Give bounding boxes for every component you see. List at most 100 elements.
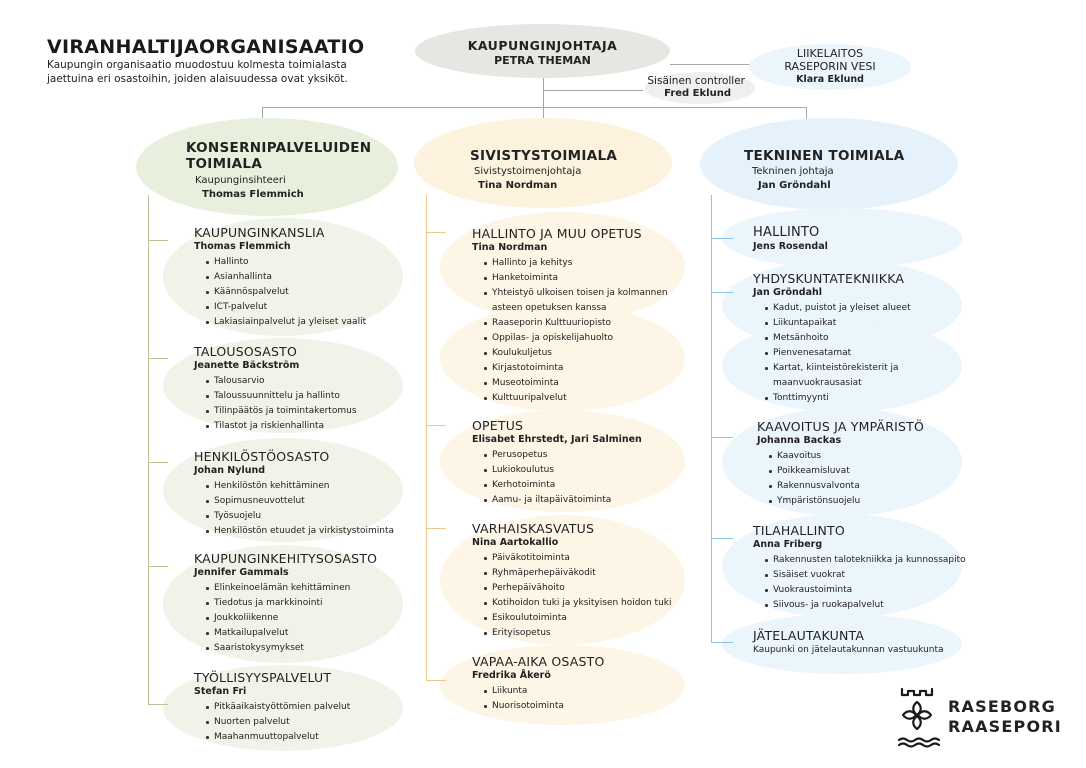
list-item: Rakennusvalvonta [769, 479, 924, 494]
unit-item-list: Elinkeinoelämän kehittäminen Tiedotus ja… [194, 581, 377, 656]
unit-title: JÄTELAUTAKUNTA [753, 628, 865, 643]
unit-tilahallinto: TILAHALLINTO Anna Friberg Rakennusten ta… [753, 523, 966, 613]
list-item: Raaseporin Kulttuuriopisto [484, 316, 674, 331]
unit-varhaiskasvatus: VARHAISKASVATUS Nina Aartokallio Päiväko… [472, 521, 671, 641]
tekninen-head-node [700, 118, 958, 210]
list-item: Henkilöstön etuudet ja virkistystoiminta [206, 524, 394, 539]
unit-tyollisyyspalvelut: TYÖLLISYYSPALVELUT Stefan Fri Pitkäaikai… [194, 670, 350, 745]
sivistys-unit-bg-1 [440, 410, 685, 512]
unit-item-list: Henkilöstön kehittäminen Sopimusneuvotte… [194, 479, 394, 539]
list-item: Hanketoiminta [484, 271, 674, 286]
unit-title: KAUPUNGINKANSLIA [194, 225, 325, 240]
tekninen-person: Jan Gröndahl [758, 180, 831, 191]
tekninen-tick-1 [711, 292, 733, 293]
list-item: Sopimusneuvottelut [206, 494, 394, 509]
unit-vapaa-aika-osasto: VAPAA-AIKA OSASTO Fredrika Åkerö Liikunt… [472, 654, 605, 714]
list-item: Pitkäaikaistyöttömien palvelut [206, 700, 350, 715]
unit-person: Jan Gröndahl [753, 287, 823, 298]
tekninen-unit-bg-1b [722, 320, 962, 412]
list-item: Yhteistyö ulkoisen toisen ja kolmannen a… [484, 286, 674, 316]
utility-connector [670, 64, 750, 65]
konserni-unit-bg-1 [163, 338, 403, 433]
page-title: VIRANHALTIJAORGANISAATIO [47, 36, 365, 58]
ceo-name: PETRA THEMAN [494, 54, 591, 67]
utility-node [749, 44, 911, 90]
tekninen-role: Tekninen johtaja [752, 166, 834, 177]
unit-kaavoitus-ja-ymparisto: KAAVOITUS JA YMPÄRISTÖ Johanna Backas Ka… [757, 419, 924, 509]
list-item: Tilinpäätös ja toimintakertomus [206, 404, 357, 419]
list-item: Ympäristönsuojelu [769, 494, 924, 509]
unit-title: HENKILÖSTÖOSASTO [194, 449, 330, 464]
list-item: Ryhmäperhepäiväkodit [484, 566, 671, 581]
list-item: Päiväkotitoiminta [484, 551, 671, 566]
unit-person: Thomas Flemmich [194, 241, 291, 252]
list-item: Tiedotus ja markkinointi [206, 596, 377, 611]
unit-item-list: Liikunta Nuorisotoiminta [472, 684, 605, 714]
list-item: Aamu- ja iltapäivätoiminta [484, 493, 642, 508]
unit-item-list: Hallinto ja kehitys Hanketoiminta Yhteis… [472, 256, 674, 406]
konserni-title-line1: KONSERNIPALVELUIDEN [186, 140, 372, 156]
unit-person: Tina Nordman [472, 242, 548, 253]
unit-person: Stefan Fri [194, 686, 247, 697]
list-item: Matkailupalvelut [206, 626, 377, 641]
unit-title: KAAVOITUS JA YMPÄRISTÖ [757, 419, 925, 434]
sivistys-unit-bg-0a [440, 212, 685, 322]
controller-label: Sisäinen controller [647, 75, 745, 87]
sivistys-tick-3 [426, 680, 446, 681]
konserni-role: Kaupunginsihteeri [195, 175, 286, 186]
utility-line2: RASEPORIN VESI [784, 60, 876, 73]
unit-person: Johan Nylund [194, 465, 266, 476]
list-item: Kotihoidon tuki ja yksityisen hoidon tuk… [484, 596, 671, 611]
unit-opetus: OPETUS Elisabet Ehrstedt, Jari Salminen … [472, 418, 642, 508]
controller-name: Fred Eklund [664, 88, 731, 99]
list-item: Lakiasiainpalvelut ja yleiset vaalit [206, 315, 366, 330]
list-item: Lukiokoulutus [484, 463, 642, 478]
unit-person: Jennifer Gammals [194, 567, 289, 578]
controller-connector [543, 90, 643, 91]
tekninen-tick-2 [711, 437, 733, 438]
unit-person: Nina Aartokallio [472, 537, 559, 548]
list-item: Kirjastotoiminta [484, 361, 674, 376]
tekninen-tick-0 [711, 238, 733, 239]
konserni-tick-2 [148, 462, 168, 463]
unit-person: Fredrika Åkerö [472, 670, 551, 681]
konserni-title-line2: TOIMIALA [186, 156, 263, 172]
list-item: Perusopetus [484, 448, 642, 463]
list-item: Tonttimyynti [765, 391, 945, 406]
unit-title: HALLINTO [753, 225, 820, 240]
unit-title: TILAHALLINTO [753, 523, 845, 538]
sivistys-unit-bg-0b [440, 305, 685, 411]
list-item: Kerhotoiminta [484, 478, 642, 493]
unit-item-list: Kaavoitus Poikkeamisluvat Rakennusvalvon… [757, 449, 924, 509]
list-item: Sisäiset vuokrat [765, 568, 966, 583]
unit-item-list: Pitkäaikaistyöttömien palvelut Nuorten p… [194, 700, 350, 745]
raseborg-castle-flower-logo-icon [893, 686, 941, 748]
controller-node [645, 72, 755, 104]
list-item: ICT-palvelut [206, 300, 366, 315]
sivistys-role: Sivistystoimenjohtaja [474, 166, 582, 177]
unit-talousosasto: TALOUSOSASTO Jeanette Bäckström Talousar… [194, 344, 357, 434]
tekninen-unit-bg-4 [722, 614, 962, 674]
unit-item-list: Päiväkotitoiminta Ryhmäperhepäiväkodit P… [472, 551, 671, 641]
page-subtitle: Kaupungin organisaatio muodostuu kolmest… [47, 59, 348, 85]
list-item: Metsänhoito [765, 331, 945, 346]
list-item: Liikunta [484, 684, 605, 699]
unit-title: YHDYSKUNTATEKNIIKKA [753, 271, 905, 286]
konserni-tick-1 [148, 358, 168, 359]
sivistys-unit-bg-2 [440, 515, 685, 645]
list-item: Taloussuunnittelu ja hallinto [206, 389, 357, 404]
list-item: Käännöspalvelut [206, 285, 366, 300]
sivistys-tick-1 [426, 425, 446, 426]
konserni-unit-bg-2 [163, 438, 403, 542]
list-item: Saaristokysymykset [206, 641, 377, 656]
tekninen-unit-bg-0 [722, 208, 962, 268]
list-item: Vuokraustoiminta [765, 583, 966, 598]
unit-item-list: Talousarvio Taloussuunnittelu ja hallint… [194, 374, 357, 434]
list-item: Elinkeinoelämän kehittäminen [206, 581, 377, 596]
utility-name: Klara Eklund [796, 74, 864, 85]
ceo-connector [543, 78, 544, 108]
list-item: Kaavoitus [769, 449, 924, 464]
list-item: Kartat, kiinteistörekisterit ja maanvuok… [765, 361, 945, 391]
unit-hallinto-ja-muu-opetus: HALLINTO JA MUU OPETUS Tina Nordman Hall… [472, 226, 674, 406]
list-item: Joukkoliikenne [206, 611, 377, 626]
